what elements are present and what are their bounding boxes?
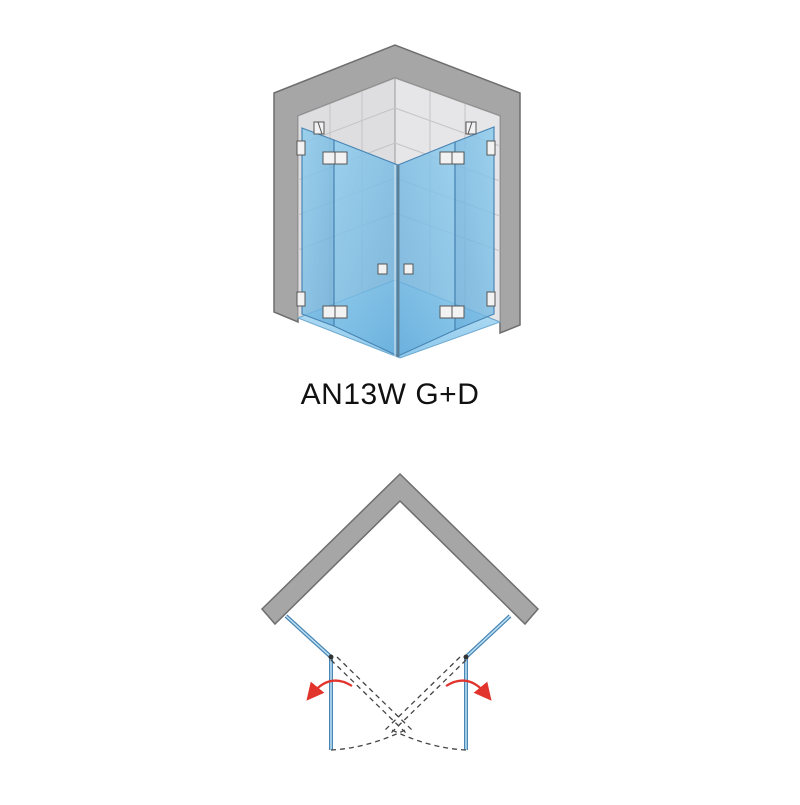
door-open-positions bbox=[330, 656, 467, 734]
model-label: AN13W G+D bbox=[300, 378, 480, 411]
wall-bracket-icon bbox=[313, 121, 325, 135]
hinge-icon bbox=[439, 305, 465, 319]
door-handle-icon bbox=[403, 263, 414, 275]
plan-wall bbox=[260, 472, 540, 626]
hinge-icon bbox=[296, 291, 306, 307]
right-door-glass bbox=[397, 141, 456, 357]
door-swing-arc-left bbox=[330, 729, 406, 751]
left-door-glass bbox=[333, 139, 399, 357]
hinge-icon bbox=[486, 140, 496, 156]
hinge-icon bbox=[486, 291, 496, 307]
door-swing-arc-right bbox=[391, 729, 467, 751]
hinge-icon bbox=[463, 654, 469, 660]
curved-arrow-icon bbox=[445, 679, 492, 701]
hinge-icon bbox=[322, 151, 348, 165]
door-handle-icon bbox=[377, 263, 388, 275]
curved-arrow-icon bbox=[306, 679, 353, 701]
right-fixed-glass bbox=[454, 126, 495, 331]
hinge-icon bbox=[439, 151, 465, 165]
hinge-icon bbox=[328, 654, 334, 660]
plan-view bbox=[260, 472, 540, 751]
hinge-icon bbox=[296, 140, 306, 156]
wall-bracket-icon bbox=[465, 121, 477, 135]
hinge-icon bbox=[322, 305, 348, 319]
perspective-view bbox=[273, 44, 521, 359]
